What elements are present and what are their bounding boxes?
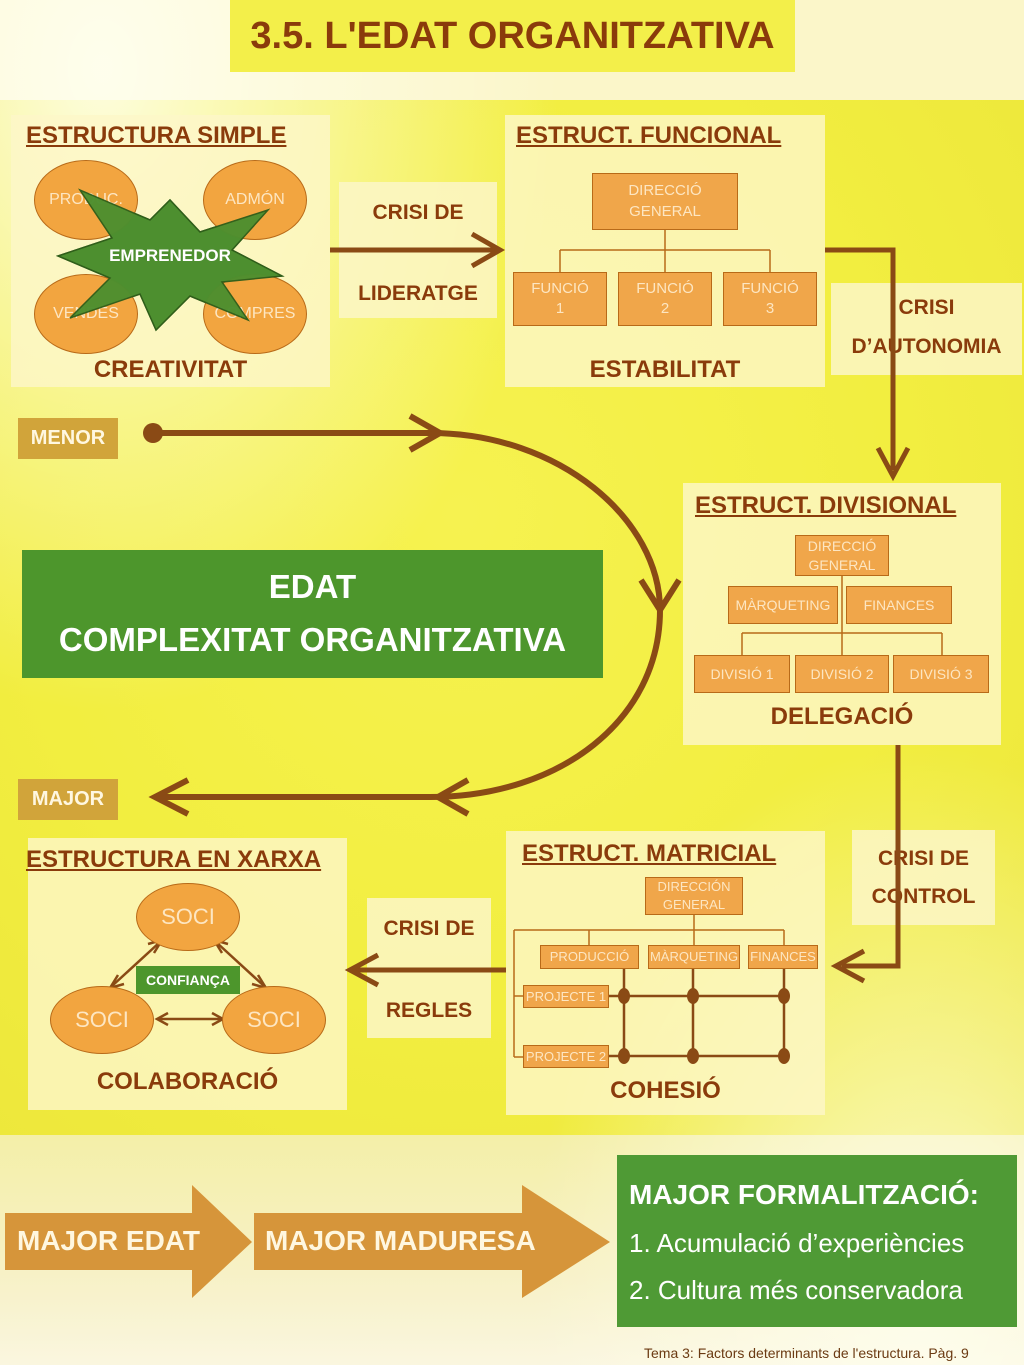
footer-text: Tema 3: Factors determinants de l'estruc… — [644, 1345, 969, 1361]
major-tag: MAJOR — [18, 779, 118, 820]
funcio-1: FUNCIÓ 1 — [513, 272, 607, 326]
funcional-direccio-line2: GENERAL — [629, 202, 701, 220]
divisional-direccio-line2: GENERAL — [808, 556, 876, 573]
arrowhead-autonomia-icon — [875, 446, 911, 482]
matricial-direccion-line2: GENERAL — [662, 897, 726, 912]
funcio-3-line1: FUNCIÓ — [741, 279, 799, 297]
divisional-marqueting: MÀRQUETING — [728, 586, 838, 624]
major-maduresa-arrow-icon — [254, 1185, 610, 1298]
edat-label: EDAT — [268, 568, 357, 606]
oval-produc: PRODUC. — [34, 160, 138, 240]
matrix-node-icon — [687, 1048, 699, 1064]
funcio-2-line2: 2 — [660, 300, 670, 317]
matricial-marqueting: MÀRQUETING — [648, 945, 740, 969]
arrowhead-control-icon — [830, 948, 866, 984]
crisis-control-line1: CRISI DE — [877, 847, 969, 870]
xarxa-soci-left: SOCI — [50, 986, 154, 1054]
arrowhead-menor-icon — [408, 413, 447, 453]
arrowhead-curve-icon — [638, 578, 682, 616]
divisional-finances: FINANCES — [846, 586, 952, 624]
funcio-1-line1: FUNCIÓ — [531, 279, 589, 297]
funcional-direccio: DIRECCIÓ GENERAL — [592, 173, 738, 230]
arrowhead-curve2-icon — [431, 777, 470, 817]
simple-heading: ESTRUCTURA SIMPLE — [26, 122, 287, 149]
oval-compres: COMPRES — [203, 274, 307, 354]
formalitzacio-item-2: 2. Cultura més conservadora — [629, 1275, 963, 1305]
crisis-autonomia-line1: CRISI — [898, 296, 955, 319]
xarxa-links — [107, 937, 269, 1027]
formalitzacio-item-1: 1. Acumulació d’experiències — [629, 1228, 965, 1258]
matricial-heading: ESTRUCT. MATRICIAL — [522, 840, 777, 867]
funcio-2-line1: FUNCIÓ — [636, 279, 694, 297]
xarxa-soci-top: SOCI — [136, 883, 240, 951]
matrix-node-icon — [687, 988, 699, 1004]
oval-vendes: VENDES — [34, 274, 138, 354]
matricial-nodes — [618, 988, 790, 1064]
matricial-projecte-1: PROJECTE 1 — [523, 985, 609, 1008]
matrix-node-icon — [618, 1048, 630, 1064]
divisional-heading: ESTRUCT. DIVISIONAL — [695, 492, 957, 519]
matricial-direccion: DIRECCIÓN GENERAL — [645, 877, 743, 915]
xarxa-heading: ESTRUCTURA EN XARXA — [26, 846, 322, 873]
crisis-control: CRISI DE CONTROL — [852, 830, 995, 925]
arrow-autonomia — [825, 247, 896, 470]
page-title: 3.5. L'EDAT ORGANITZATIVA — [250, 14, 775, 57]
crisis-autonomia: CRISI D’AUTONOMIA — [831, 283, 1022, 375]
major-maduresa-label: MAJOR MADURESA — [265, 1225, 536, 1256]
matrix-node-icon — [778, 1048, 790, 1064]
funcio-3: FUNCIÓ 3 — [723, 272, 817, 326]
edat-complexitat-box: EDAT COMPLEXITAT ORGANITZATIVA — [22, 550, 603, 678]
complexitat-label: COMPLEXITAT ORGANITZATIVA — [58, 621, 567, 658]
divisio-3: DIVISIÓ 3 — [893, 655, 989, 693]
matricial-produccio: PRODUCCIÓ — [540, 945, 639, 969]
major-edat-arrow-icon — [5, 1185, 252, 1298]
title-box: 3.5. L'EDAT ORGANITZATIVA — [230, 0, 795, 72]
crisis-autonomia-line2: D’AUTONOMIA — [851, 335, 1002, 358]
matricial-grid — [609, 968, 786, 1058]
crisis-regles-line1: CRISI DE — [383, 917, 475, 940]
oval-admon: ADMÓN — [203, 160, 307, 240]
funcional-value: ESTABILITAT — [589, 356, 741, 383]
arrowhead-lideratge-icon — [470, 231, 506, 269]
xarxa-value: COLABORACIÓ — [96, 1068, 279, 1095]
funcional-heading: ESTRUCT. FUNCIONAL — [516, 122, 782, 149]
matricial-finances: FINANCES — [748, 945, 818, 969]
funcio-2: FUNCIÓ 2 — [618, 272, 712, 326]
menor-tag: MENOR — [18, 418, 118, 459]
simple-value: CREATIVITAT — [93, 356, 248, 383]
matricial-projecte-2: PROJECTE 2 — [523, 1045, 609, 1068]
formalitzacio-title: MAJOR FORMALITZACIÓ: — [629, 1179, 979, 1210]
arrow-control — [842, 745, 901, 969]
divisio-1: DIVISIÓ 1 — [694, 655, 790, 693]
matricial-value: COHESIÓ — [610, 1077, 721, 1104]
crisis-regles-line2: REGLES — [385, 999, 473, 1022]
xarxa-soci-right: SOCI — [222, 986, 326, 1054]
matricial-org-lines — [513, 915, 785, 1058]
divisional-value: DELEGACIÓ — [770, 703, 914, 730]
formalitzacio-box: MAJOR FORMALITZACIÓ: 1. Acumulació d’exp… — [617, 1155, 1017, 1327]
funcio-3-line2: 3 — [765, 300, 775, 317]
divisional-direccio: DIRECCIÓ GENERAL — [795, 535, 889, 576]
divisional-direccio-line1: DIRECCIÓ — [807, 537, 877, 554]
divisio-2: DIVISIÓ 2 — [795, 655, 889, 693]
funcional-org-lines — [559, 230, 771, 272]
crisis-lideratge-line2: LIDERATGE — [358, 282, 478, 305]
matrix-node-icon — [618, 988, 630, 1004]
confianca-label: CONFIANÇA — [136, 966, 240, 994]
arrowhead-major-icon — [148, 777, 190, 817]
funcional-direccio-line1: DIRECCIÓ — [628, 182, 702, 200]
major-edat-label: MAJOR EDAT — [17, 1225, 201, 1256]
arrowhead-regles-icon — [344, 952, 380, 988]
crisis-lideratge-line1: CRISI DE — [372, 201, 464, 224]
divisional-org-lines — [741, 576, 943, 655]
matrix-node-icon — [778, 988, 790, 1004]
funcio-1-line2: 1 — [555, 300, 565, 317]
matricial-direccion-line1: DIRECCIÓN — [657, 879, 731, 895]
emprenedor-label: EMPRENEDOR — [109, 246, 231, 265]
